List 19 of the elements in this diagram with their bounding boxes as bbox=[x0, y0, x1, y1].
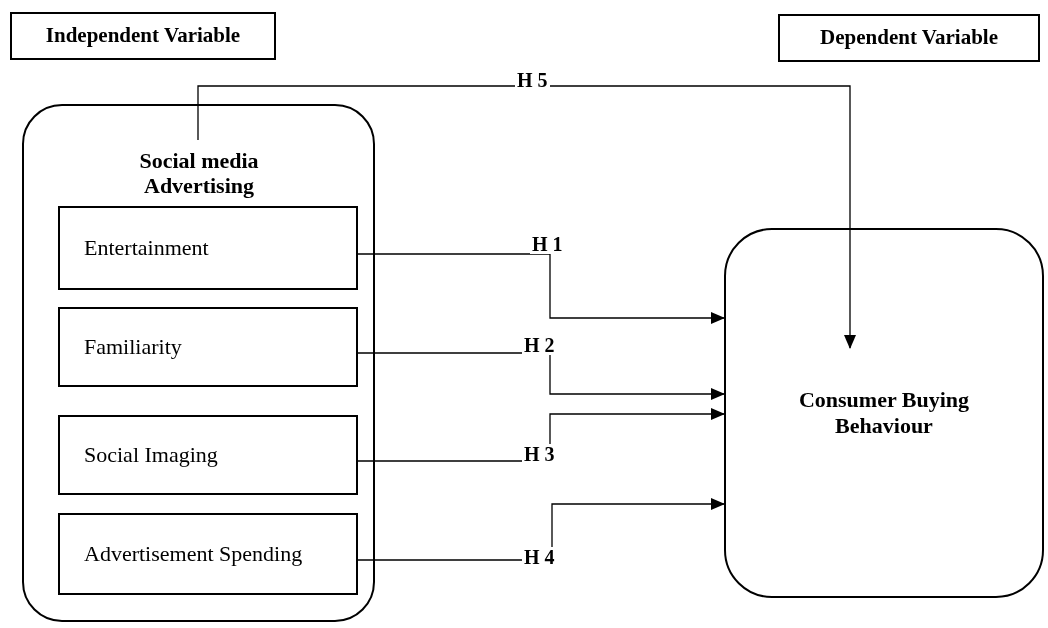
edge-label: H 1 bbox=[530, 234, 565, 254]
factor-box: Advertisement Spending bbox=[58, 513, 358, 595]
group-heading: Social media Advertising bbox=[138, 148, 260, 199]
arrow bbox=[357, 253, 725, 324]
header-box: Dependent Variable bbox=[778, 14, 1040, 62]
group-box bbox=[22, 104, 375, 622]
arrow bbox=[197, 85, 856, 349]
factor-box: Familiarity bbox=[58, 307, 358, 387]
arrow bbox=[357, 352, 725, 400]
factor-box: Social Imaging bbox=[58, 415, 358, 495]
outcome-box: Consumer Buying Behaviour bbox=[724, 228, 1044, 598]
edge-label: H 4 bbox=[522, 547, 557, 567]
arrow bbox=[357, 498, 725, 561]
edge-label: H 3 bbox=[522, 444, 557, 464]
header-box: Independent Variable bbox=[10, 12, 276, 60]
edge-label: H 5 bbox=[515, 70, 550, 90]
factor-box: Entertainment bbox=[58, 206, 358, 290]
edge-label: H 2 bbox=[522, 335, 557, 355]
arrow bbox=[357, 408, 725, 462]
